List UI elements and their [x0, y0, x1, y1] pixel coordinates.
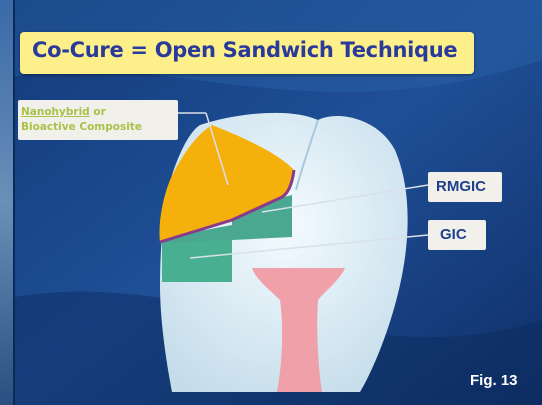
- left-photo-strip: [0, 0, 14, 405]
- composite-label-line1: Nanohybrid or: [21, 106, 106, 118]
- composite-label-nanohybrid: Nanohybrid: [21, 106, 90, 118]
- composite-label-line2: Bioactive Composite: [21, 121, 142, 133]
- rmgic-label: RMGIC: [436, 178, 486, 195]
- gic-layer: [162, 240, 232, 282]
- composite-label-or: or: [90, 106, 106, 118]
- slide-title: Co-Cure = Open Sandwich Technique: [32, 38, 457, 62]
- gic-label: GIC: [440, 226, 467, 243]
- figure-caption: Fig. 13: [470, 372, 518, 389]
